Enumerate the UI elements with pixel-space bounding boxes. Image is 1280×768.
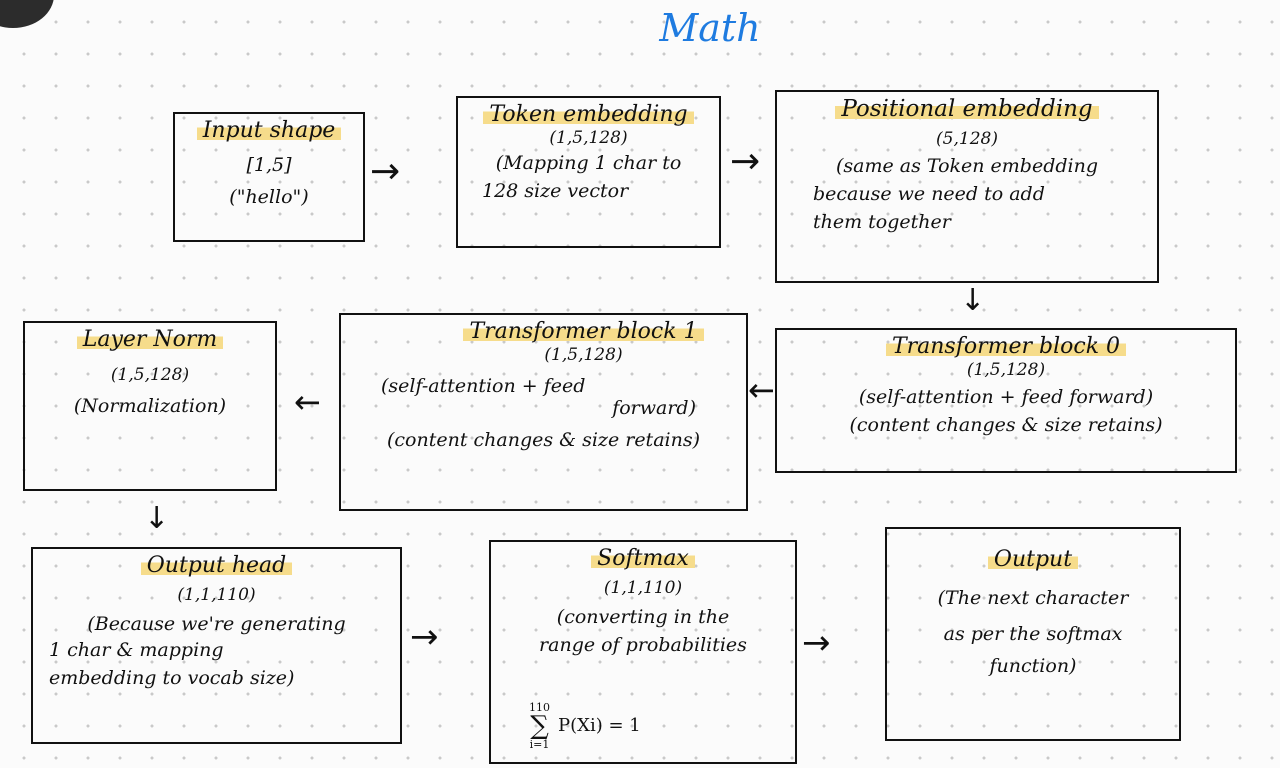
output-head-heading: Output head bbox=[140, 553, 293, 579]
transformer-block-1-line-3: forward) bbox=[612, 396, 696, 419]
token-embedding-line-2: (Mapping 1 char to bbox=[495, 151, 682, 174]
arrow-outputhead-to-softmax: → bbox=[410, 617, 439, 657]
arrow-input-to-token: → bbox=[370, 151, 401, 192]
input-shape-heading: Input shape bbox=[196, 118, 342, 144]
transformer-block-0-line-3: (content changes & size retains) bbox=[849, 413, 1163, 436]
layer-norm-line-2: (Normalization) bbox=[73, 394, 227, 417]
layer-norm-box: Layer Norm (1,5,128) (Normalization) bbox=[23, 321, 277, 491]
positional-embedding-line-2: (same as Token embedding bbox=[835, 154, 1099, 177]
transformer-block-0-heading: Transformer block 0 bbox=[885, 334, 1127, 360]
softmax-box: Softmax (1,1,110) (converting in the ran… bbox=[489, 540, 797, 764]
softmax-line-2: (converting in the bbox=[556, 605, 730, 628]
output-line-1: (The next character bbox=[937, 587, 1129, 610]
positional-embedding-box: Positional embedding (5,128) (same as To… bbox=[775, 90, 1159, 283]
output-head-line-2: (Because we're generating bbox=[87, 612, 346, 635]
arrow-token-to-positional: → bbox=[730, 141, 761, 182]
transformer-block-0-shape: (1,5,128) bbox=[966, 360, 1046, 381]
output-heading: Output bbox=[987, 547, 1079, 573]
softmax-sum-formula: 110 ∑ i=1 P(Xi) = 1 bbox=[529, 702, 641, 750]
output-line-3: function) bbox=[989, 654, 1077, 677]
output-line-2: as per the softmax bbox=[943, 623, 1123, 646]
layer-norm-shape: (1,5,128) bbox=[110, 365, 190, 386]
input-shape-line-1: [1,5] bbox=[246, 154, 292, 177]
output-head-line-4: embedding to vocab size) bbox=[49, 666, 295, 689]
arrow-layernorm-to-outputhead: ↓ bbox=[144, 501, 170, 536]
arrow-positional-to-block0: ↓ bbox=[960, 283, 986, 318]
sum-upper-limit: 110 bbox=[529, 701, 550, 714]
input-shape-box: Input shape [1,5] ("hello") bbox=[173, 112, 365, 242]
arrow-block0-to-block1: ← bbox=[748, 371, 775, 409]
output-box: Output (The next character as per the so… bbox=[885, 527, 1181, 741]
transformer-block-1-line-2: (self-attention + feed bbox=[381, 374, 586, 397]
positional-embedding-shape: (5,128) bbox=[936, 129, 998, 150]
positional-embedding-line-4: them together bbox=[813, 210, 951, 233]
sum-lower-limit: i=1 bbox=[529, 738, 550, 751]
sum-formula-text: P(Xi) = 1 bbox=[558, 714, 641, 736]
page-title: Math bbox=[659, 6, 761, 50]
softmax-heading: Softmax bbox=[591, 546, 695, 572]
positional-embedding-line-3: because we need to add bbox=[813, 182, 1045, 205]
token-embedding-box: Token embedding (1,5,128) (Mapping 1 cha… bbox=[456, 96, 721, 248]
softmax-shape: (1,1,110) bbox=[603, 578, 683, 599]
token-embedding-line-3: 128 size vector bbox=[482, 179, 629, 202]
transformer-block-1-box: Transformer block 1 (1,5,128) (self-atte… bbox=[339, 313, 748, 511]
positional-embedding-heading: Positional embedding bbox=[835, 96, 1099, 123]
transformer-block-0-line-2: (self-attention + feed forward) bbox=[858, 385, 1154, 408]
arrow-block1-to-layernorm: ← bbox=[294, 383, 321, 421]
arrow-softmax-to-output: → bbox=[802, 623, 831, 663]
output-head-line-3: 1 char & mapping bbox=[49, 638, 224, 661]
softmax-line-3: range of probabilities bbox=[539, 633, 747, 656]
token-embedding-shape: (1,5,128) bbox=[549, 128, 628, 149]
transformer-block-1-heading: Transformer block 1 bbox=[463, 319, 704, 345]
output-head-shape: (1,1,110) bbox=[177, 585, 256, 606]
transformer-block-1-shape: (1,5,128) bbox=[544, 345, 623, 366]
input-shape-line-2: ("hello") bbox=[229, 186, 309, 209]
corner-avatar-blob bbox=[0, 0, 54, 28]
token-embedding-heading: Token embedding bbox=[483, 102, 694, 128]
output-head-box: Output head (1,1,110) (Because we're gen… bbox=[31, 547, 402, 744]
layer-norm-heading: Layer Norm bbox=[76, 327, 224, 353]
transformer-block-1-line-4: (content changes & size retains) bbox=[387, 428, 700, 451]
transformer-block-0-box: Transformer block 0 (1,5,128) (self-atte… bbox=[775, 328, 1237, 473]
summation-icon: 110 ∑ i=1 bbox=[529, 701, 550, 751]
